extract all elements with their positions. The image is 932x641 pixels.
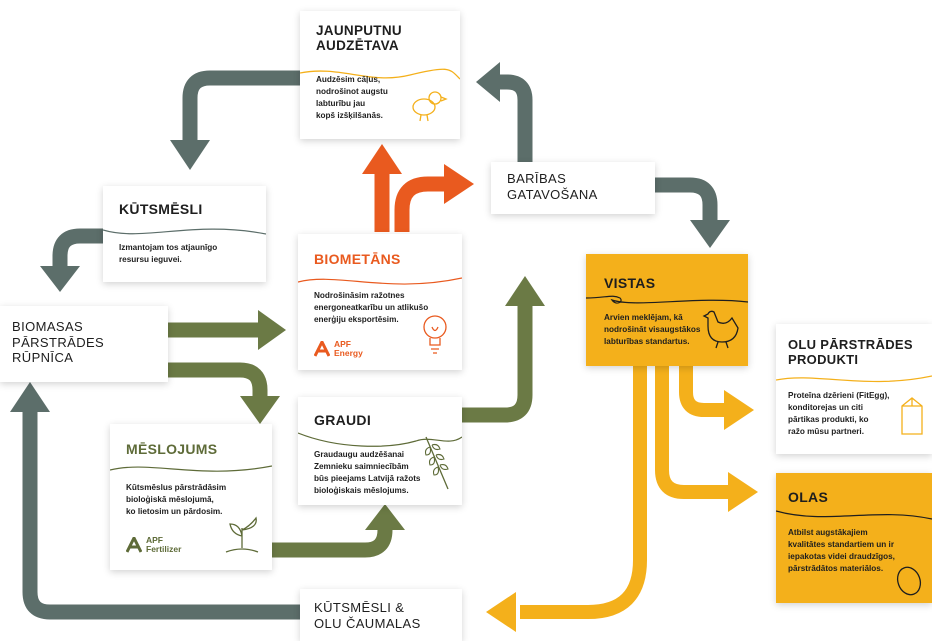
brand-label: APF Fertilizer <box>146 535 182 554</box>
arrow-graudi-to-baribas <box>462 306 533 423</box>
node-vistas: VISTAS Arvien meklējam, kā nodrošināt vi… <box>586 254 748 366</box>
arrowhead <box>240 396 280 424</box>
node-jaunputnu-audzetava: JAUNPUTNU AUDZĒTAVA Audzēsim cāļus, nodr… <box>300 11 460 139</box>
arrowhead <box>444 164 474 204</box>
arrowhead <box>40 266 80 292</box>
node-biomasas-parstrades-rupnica: BIOMASAS PĀRSTRĀDES RŪPNĪCA <box>0 306 168 382</box>
apf-logo-icon <box>126 536 142 553</box>
arrow-kutsmesli-olu-to-biomasas <box>22 410 300 620</box>
arrow-vistas-to-olu-parstrades <box>679 365 726 417</box>
arrowhead <box>690 220 730 248</box>
arrow-baribas-to-vistas <box>655 177 718 222</box>
node-title: VISTAS <box>604 275 656 291</box>
node-description: Proteīna dzērieni (FitEgg), konditorejas… <box>788 391 890 436</box>
wave-line <box>776 510 932 520</box>
node-title: MĒSLOJUMS <box>126 441 218 457</box>
wheat-icon <box>424 436 449 490</box>
node-meslojums: MĒSLOJUMS Kūtsmēslus pārstrādāsim bioloģ… <box>110 424 272 570</box>
apf-fertilizer-logo: APF Fertilizer <box>126 536 181 553</box>
arrowhead <box>476 62 500 102</box>
arrowhead <box>486 592 516 632</box>
node-label: KŪTSMĒSLI & OLU ČAUMALAS <box>314 600 421 631</box>
apf-energy-logo: APF Energy <box>314 340 363 357</box>
wave-line <box>298 277 462 285</box>
node-olu-parstrades-produkti: OLU PĀRSTRĀDES PRODUKTI Proteīna dzērien… <box>776 324 932 454</box>
node-title: JAUNPUTNU AUDZĒTAVA <box>316 23 402 54</box>
node-label: BARĪBAS GATAVOŠANA <box>507 171 598 202</box>
wave-line <box>298 432 462 447</box>
wave-line <box>300 68 460 80</box>
hen-icon <box>702 310 739 349</box>
node-description: Audzēsim cāļus, nodrošinot augstu labtur… <box>316 75 388 120</box>
arrow-vistas-to-kutsmesli-olu <box>520 365 647 619</box>
carton-icon <box>901 397 923 435</box>
arrow-baribas-to-jaunputnu <box>494 74 533 162</box>
node-graudi: GRAUDI Graudaugu audzēšanai Zemnieku sai… <box>298 397 462 505</box>
arrow-vistas-to-olas <box>655 365 730 499</box>
arrow-kutsmesli-to-biomasas <box>52 228 103 270</box>
node-title: BIOMETĀNS <box>314 251 401 267</box>
node-description: Izmantojam tos atjaunīgo resursu ieguvei… <box>119 243 218 264</box>
arrow-biometans-to-baribas <box>394 176 446 232</box>
node-baribas-gatavosana: BARĪBAS GATAVOŠANA <box>491 162 655 214</box>
node-title: KŪTSMĒSLI <box>119 201 203 217</box>
arrow-biomasas-to-meslojums <box>168 362 268 400</box>
brand-label: APF Energy <box>334 339 363 358</box>
wave-line <box>586 295 748 304</box>
chick-icon <box>412 91 448 122</box>
arrowhead <box>10 382 50 412</box>
node-description: Arvien meklējam, kā nodrošināt visaugstā… <box>604 313 701 346</box>
arrowhead <box>170 140 210 170</box>
node-title: OLAS <box>788 489 829 505</box>
arrowhead <box>365 504 405 530</box>
arrowhead <box>258 310 286 350</box>
node-description: Graudaugu audzēšanai Zemnieku saimniecīb… <box>314 450 421 495</box>
arrowhead <box>728 472 758 512</box>
node-description: Atbilst augstākajiem kvalitātes standart… <box>788 528 895 573</box>
node-title: OLU PĀRSTRĀDES PRODUKTI <box>788 337 913 367</box>
lightbulb-icon <box>423 315 447 354</box>
arrowhead <box>362 144 402 174</box>
node-biometans: BIOMETĀNS Nodrošināsim ražotnes energone… <box>298 234 462 370</box>
node-label: BIOMASAS PĀRSTRĀDES RŪPNĪCA <box>12 319 105 366</box>
wave-line <box>103 228 266 235</box>
egg-icon <box>896 566 922 596</box>
arrowhead <box>505 276 545 306</box>
sprout-icon <box>225 516 259 553</box>
node-description: Nodrošināsim ražotnes energoneatkarību u… <box>314 291 429 324</box>
node-kutsmesli: KŪTSMĒSLI Izmantojam tos atjaunīgo resur… <box>103 186 266 282</box>
arrow-meslojums-to-graudi <box>272 526 393 558</box>
node-olas: OLAS Atbilst augstākajiem kvalitātes sta… <box>776 473 932 603</box>
wave-line <box>776 375 932 383</box>
arrow-jaunputnu-to-kutsmesli <box>182 70 300 140</box>
apf-logo-icon <box>314 340 330 357</box>
node-title: GRAUDI <box>314 412 372 428</box>
wave-line <box>110 465 272 472</box>
node-kutsmesli-olu-caumalas: KŪTSMĒSLI & OLU ČAUMALAS <box>300 589 462 641</box>
node-description: Kūtsmēslus pārstrādāsim bioloģiskā mēslo… <box>126 483 227 516</box>
arrowhead <box>724 390 754 430</box>
